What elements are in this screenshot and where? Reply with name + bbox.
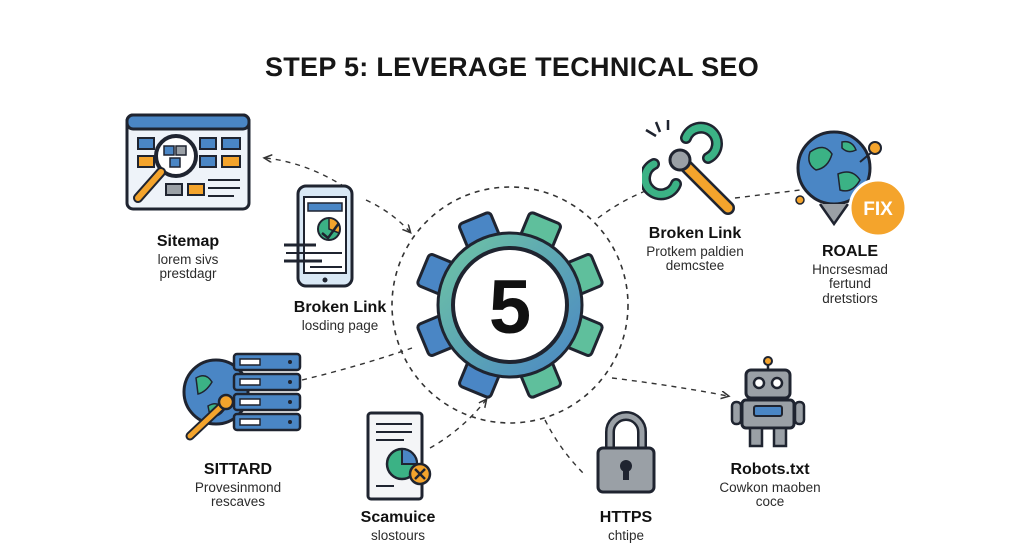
sitemap-browser-magnifier-icon bbox=[125, 113, 251, 211]
connector-sitemap bbox=[265, 158, 346, 188]
connector-roale bbox=[734, 189, 801, 199]
server-globe-wrench-icon bbox=[182, 352, 302, 441]
node-roale-desc: Hncrsesmad fertund dretstiors bbox=[812, 261, 888, 307]
center-step-number: 5 bbox=[489, 265, 531, 350]
node-mobile: Broken Link losding page bbox=[270, 299, 410, 333]
node-server-desc: Provesinmond rescaves bbox=[194, 479, 282, 510]
mobile-phone-chart-icon bbox=[284, 184, 354, 288]
node-https-desc: chtipe bbox=[607, 527, 645, 543]
node-sitemap: Sitemap lorem sivs prestdagr bbox=[118, 233, 258, 282]
node-robots-label: Robots.txt bbox=[730, 461, 810, 478]
node-server: SITTARD Provesinmond rescaves bbox=[168, 461, 308, 510]
connector-robots bbox=[611, 377, 728, 396]
node-server-label: SITTARD bbox=[203, 461, 273, 478]
node-robots-desc: Cowkon maoben coce bbox=[719, 479, 821, 510]
center-gear-icon: 5 bbox=[416, 211, 604, 399]
document-pie-chart-icon bbox=[366, 411, 432, 501]
node-https: HTTPS chtipe bbox=[556, 509, 696, 543]
page-title: STEP 5: LEVERAGE TECHNICAL SEO bbox=[264, 52, 760, 82]
broken-chain-wrench-icon bbox=[642, 120, 735, 215]
node-roale-label: ROALE bbox=[822, 243, 878, 260]
node-mobile-desc: losding page bbox=[301, 317, 379, 333]
node-scanner-desc: slostours bbox=[370, 527, 426, 543]
node-https-label: HTTPS bbox=[599, 509, 653, 526]
node-sitemap-desc: lorem sivs prestdagr bbox=[157, 251, 219, 282]
node-brokenlink: Broken Link Protkem paldien demcstee bbox=[622, 225, 768, 274]
connector-https bbox=[544, 419, 586, 476]
node-scanner-label: Scamuice bbox=[360, 509, 436, 526]
node-roale: ROALE Hncrsesmad fertund dretstiors bbox=[780, 243, 920, 307]
connector-scanner bbox=[429, 400, 486, 449]
node-robots: Robots.txt Cowkon maoben coce bbox=[700, 461, 840, 510]
node-scanner: Scamuice slostours bbox=[328, 509, 468, 543]
node-sitemap-label: Sitemap bbox=[156, 233, 220, 250]
robot-icon bbox=[730, 356, 806, 448]
connector-server bbox=[301, 347, 413, 381]
node-mobile-label: Broken Link bbox=[293, 299, 387, 316]
padlock-icon bbox=[596, 411, 656, 494]
dashed-orbit-ring bbox=[391, 186, 629, 424]
node-brokenlink-label: Broken Link bbox=[648, 225, 742, 242]
connector-mobile bbox=[365, 199, 410, 232]
node-brokenlink-desc: Protkem paldien demcstee bbox=[646, 243, 744, 274]
fix-badge-text: FIX bbox=[863, 199, 893, 220]
globe-fix-icon: FIX bbox=[795, 130, 908, 238]
